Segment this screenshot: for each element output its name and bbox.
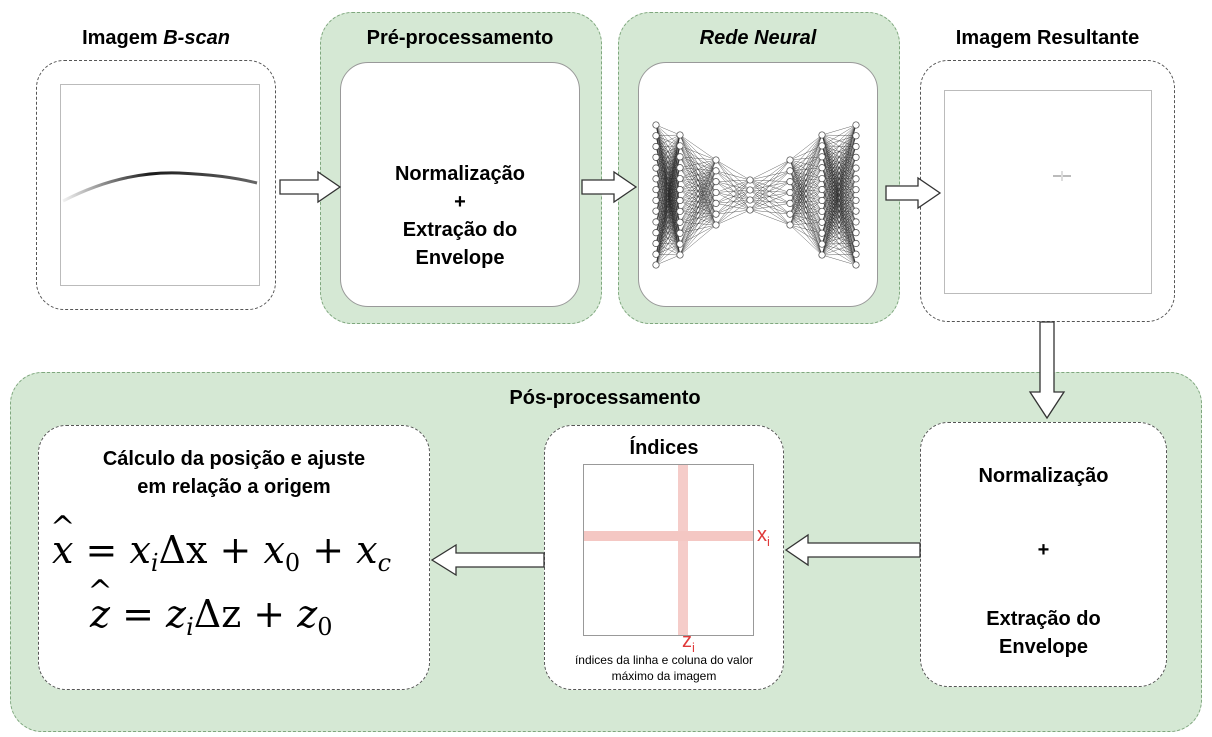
indices-x-label: xi xyxy=(757,524,770,549)
indices-z-label: zi xyxy=(682,630,695,655)
nn-title-italic: Rede Neural xyxy=(699,27,817,49)
bscan-image xyxy=(60,84,260,286)
preproc-text: Normalização + Extração do Envelope xyxy=(340,160,580,272)
bscan-curve xyxy=(62,171,258,203)
preproc-line-1: Normalização xyxy=(394,163,526,185)
bscan-title-italic: B-scan xyxy=(163,27,230,49)
equation-x: x = xiΔx + x0 + xc xyxy=(52,528,391,577)
posproc-title: Pós-processamento xyxy=(509,387,701,409)
bscan-title: Imagem B-scan xyxy=(82,27,230,49)
posproc-norm-line-2: + xyxy=(1037,539,1050,561)
preproc-line-4: Envelope xyxy=(415,247,505,269)
result-hotspot-v xyxy=(1061,171,1063,181)
indices-col-band xyxy=(678,465,688,635)
preproc-title: Pré-processamento xyxy=(366,27,554,49)
posproc-norm-card xyxy=(920,422,1167,687)
posproc-norm-line-3: Extração do xyxy=(986,608,1101,630)
indices-row-band xyxy=(584,531,753,541)
preproc-line-2: + xyxy=(454,191,466,213)
result-image xyxy=(944,90,1152,294)
nn-card xyxy=(638,62,878,307)
preproc-card xyxy=(340,62,580,307)
indices-caption: índices da linha e coluna do valor máxim… xyxy=(574,653,754,683)
result-title: Imagem Resultante xyxy=(955,27,1140,49)
calc-card xyxy=(38,425,430,690)
preproc-line-3: Extração do xyxy=(402,219,518,241)
nn-title: Rede Neural xyxy=(618,27,898,50)
indices-title: Índices xyxy=(629,437,699,459)
calc-title: Cálculo da posição e ajuste em relação a… xyxy=(102,448,366,498)
posproc-norm-line-1: Normalização xyxy=(978,465,1109,487)
indices-grid xyxy=(583,464,754,636)
equation-z: z = ziΔz + z0 xyxy=(90,592,333,641)
posproc-norm-line-4: Envelope xyxy=(999,636,1088,658)
